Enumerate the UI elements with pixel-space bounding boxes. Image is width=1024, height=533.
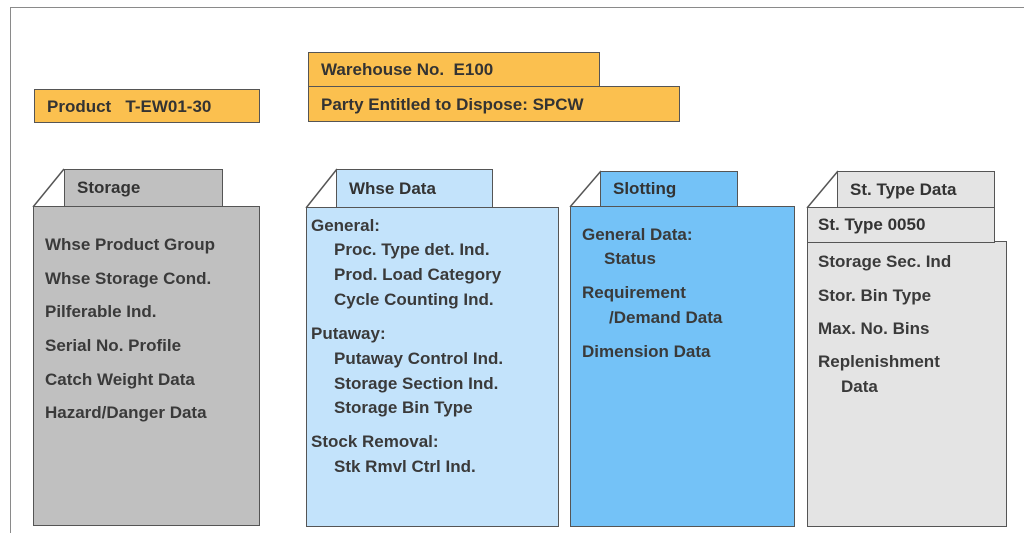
whse-data-fold-corner [305, 168, 338, 209]
product-label: Product T-EW01-30 [47, 96, 212, 116]
st-type-subtab-label: St. Type 0050 [818, 215, 926, 234]
storage-line-6: Hazard/Danger Data [45, 403, 207, 422]
storage-tab-label: Storage [77, 178, 141, 197]
whse-general-item-3: Cycle Counting Ind. [334, 290, 494, 309]
slotting-tab: Slotting [600, 171, 738, 207]
warehouse-box: Warehouse No. E100 [308, 52, 600, 87]
whse-putaway-item-2: Storage Section Ind. [334, 374, 499, 393]
product-box: Product T-EW01-30 [34, 89, 260, 123]
whse-removal-item-1: Stk Rmvl Ctrl Ind. [334, 457, 476, 476]
whse-removal-header: Stock Removal: [311, 432, 439, 451]
st-type-line-2: Stor. Bin Type [818, 286, 932, 305]
whse-general-item-1: Proc. Type det. Ind. [334, 240, 490, 259]
st-type-line-5: Data [841, 377, 878, 396]
storage-line-4: Serial No. Profile [45, 336, 182, 355]
st-type-line-1: Storage Sec. Ind [818, 252, 952, 271]
whse-general-header: General: [311, 216, 380, 235]
whse-data-tab: Whse Data [336, 169, 493, 208]
st-type-line-4: Replenishment [818, 352, 940, 371]
whse-putaway-item-1: Putaway Control Ind. [334, 349, 504, 368]
slotting-general-header: General Data: [582, 225, 693, 244]
storage-line-3: Pilferable Ind. [45, 302, 157, 321]
whse-putaway-header: Putaway: [311, 324, 386, 343]
whse-putaway-item-3: Storage Bin Type [334, 398, 473, 417]
party-box: Party Entitled to Dispose: SPCW [308, 86, 680, 122]
storage-tab: Storage [64, 169, 223, 207]
storage-line-2: Whse Storage Cond. [45, 269, 212, 288]
slotting-requirement: Requirement [582, 283, 686, 302]
st-type-tab-label: St. Type Data [850, 179, 957, 199]
party-label: Party Entitled to Dispose: SPCW [321, 94, 584, 114]
whse-data-card [306, 207, 559, 527]
whse-general-item-2: Prod. Load Category [334, 265, 502, 284]
slotting-tab-label: Slotting [613, 179, 677, 198]
slotting-status: Status [604, 249, 656, 268]
storage-line-1: Whse Product Group [45, 235, 215, 254]
slotting-dimension-data: Dimension Data [582, 342, 711, 361]
warehouse-label: Warehouse No. E100 [321, 60, 494, 79]
slotting-demand-data: /Demand Data [609, 308, 723, 327]
st-type-tab: St. Type Data [837, 171, 995, 208]
storage-fold-corner [32, 168, 65, 208]
st-type-subtab: St. Type 0050 [807, 207, 995, 243]
storage-line-5: Catch Weight Data [45, 370, 195, 389]
st-type-card [807, 241, 1007, 527]
storage-card [33, 206, 260, 526]
diagram-frame [10, 7, 1024, 533]
st-type-line-3: Max. No. Bins [818, 319, 930, 338]
whse-data-tab-label: Whse Data [349, 178, 436, 198]
slotting-fold-corner [569, 170, 602, 208]
st-type-fold-corner [806, 170, 839, 209]
